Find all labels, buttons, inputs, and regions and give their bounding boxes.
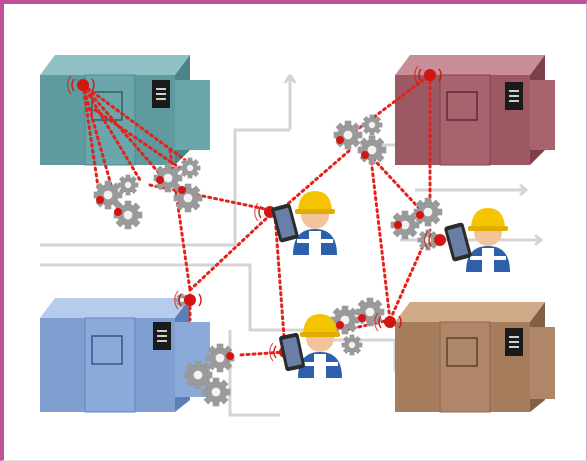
tablet-icon	[271, 203, 299, 243]
worker-top	[271, 191, 337, 255]
worker-bottom	[279, 314, 342, 378]
worker-icon	[293, 191, 337, 255]
sensor-nodes	[67, 65, 452, 362]
gear-icon	[357, 135, 387, 165]
machine-brown	[395, 302, 555, 413]
tablet-icon	[279, 332, 305, 372]
gear-icon	[341, 334, 363, 356]
worker-right	[444, 208, 510, 272]
machine-teal	[40, 55, 210, 166]
tablet-icon	[444, 222, 472, 262]
gear-icon	[179, 157, 201, 179]
gear-icon	[117, 174, 139, 196]
worker-icon	[466, 208, 510, 272]
worker-icon	[298, 314, 342, 378]
machine-blue	[40, 298, 210, 413]
gear-icon	[333, 120, 363, 150]
gear-icon	[173, 183, 203, 213]
gear-icon	[361, 114, 383, 136]
gear-cluster-2	[153, 157, 203, 213]
gear-icon	[355, 297, 385, 327]
gear-icon	[201, 377, 231, 407]
